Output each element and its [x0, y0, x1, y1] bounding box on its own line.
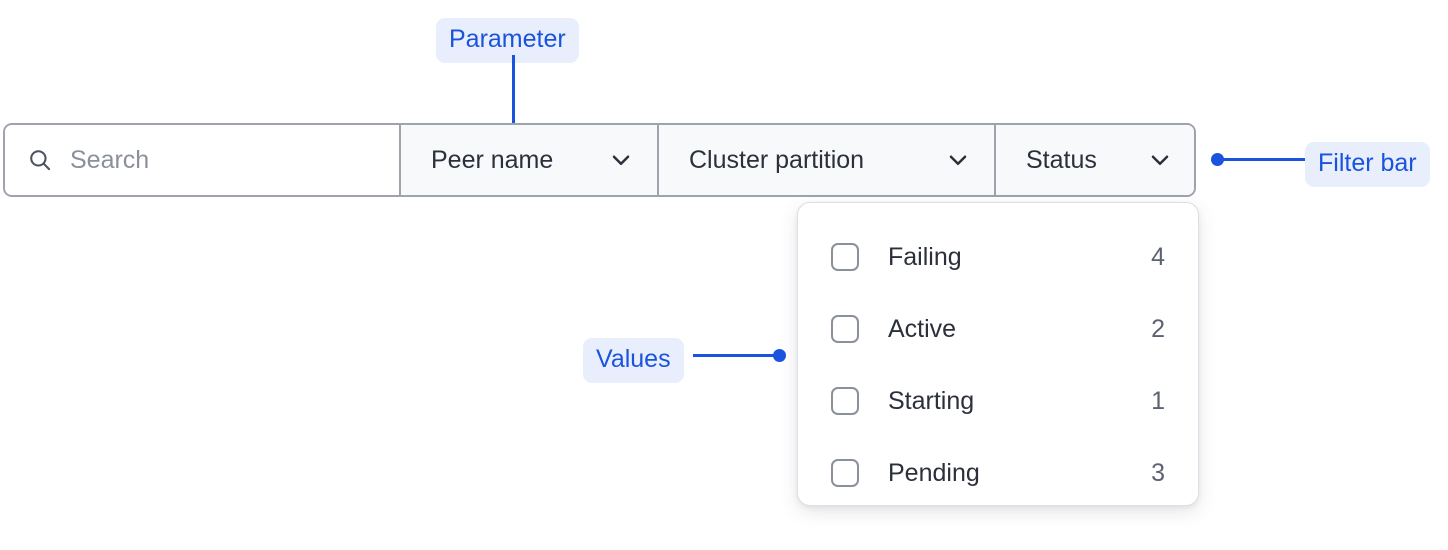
annotation-dot-filter-bar: [1211, 153, 1224, 166]
chevron-down-icon: [612, 155, 630, 166]
list-item[interactable]: Active 2: [798, 293, 1198, 365]
search-icon: [30, 150, 51, 171]
annotation-dot-values: [773, 349, 786, 362]
list-item[interactable]: Failing 4: [798, 221, 1198, 293]
list-item-label: Starting: [888, 386, 975, 415]
list-item-label: Failing: [888, 242, 962, 271]
annotation-badge-values: Values: [583, 338, 684, 383]
checkbox-pending[interactable]: [831, 459, 859, 487]
search-field[interactable]: [5, 125, 401, 195]
filter-dropdown-status[interactable]: Status: [996, 125, 1194, 195]
list-item[interactable]: Starting 1: [798, 365, 1198, 437]
list-item-count: 4: [1151, 242, 1165, 271]
search-input[interactable]: [70, 145, 370, 175]
filter-dropdown-peer-name[interactable]: Peer name: [401, 125, 659, 195]
filter-bar: Peer name Cluster partition Status: [3, 123, 1196, 197]
list-item[interactable]: Pending 3: [798, 437, 1198, 509]
list-item-count: 2: [1151, 314, 1165, 343]
checkbox-starting[interactable]: [831, 387, 859, 415]
annotation-connector-filter-bar: [1221, 158, 1305, 161]
list-item-label: Pending: [888, 458, 980, 487]
filter-dropdown-cluster-partition[interactable]: Cluster partition: [659, 125, 996, 195]
list-item-count: 1: [1151, 386, 1165, 415]
list-item-label: Active: [888, 314, 957, 343]
chevron-down-icon: [1151, 155, 1169, 166]
checkbox-failing[interactable]: [831, 243, 859, 271]
list-item-count: 3: [1151, 458, 1165, 487]
annotation-badge-parameter: Parameter: [436, 18, 579, 63]
filter-dropdown-cluster-partition-label: Cluster partition: [689, 145, 865, 174]
filter-dropdown-status-label: Status: [1026, 145, 1097, 174]
annotation-connector-values: [693, 354, 781, 357]
checkbox-active[interactable]: [831, 315, 859, 343]
annotation-connector-parameter: [512, 55, 515, 143]
filter-dropdown-peer-name-label: Peer name: [431, 145, 554, 174]
annotation-badge-filter-bar: Filter bar: [1305, 142, 1430, 187]
chevron-down-icon: [949, 155, 967, 166]
status-filter-dropdown-panel: Failing 4 Active 2 Starting 1 Pending 3: [797, 202, 1199, 506]
